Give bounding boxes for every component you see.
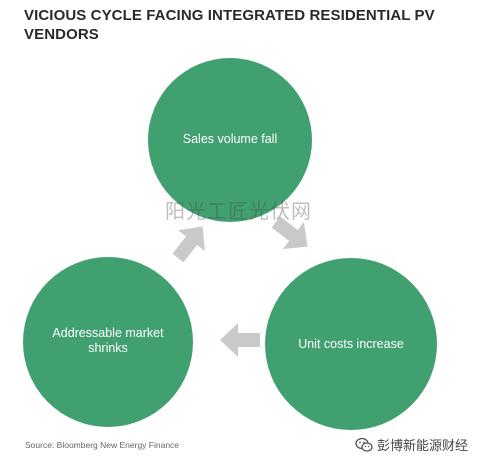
arrow-market-to-sales	[172, 226, 205, 263]
wechat-icon	[355, 437, 373, 452]
node-unit-costs-increase: Unit costs increase	[265, 258, 437, 430]
diagram-title: VICIOUS CYCLE FACING INTEGRATED RESIDENT…	[24, 7, 435, 43]
source-note: Source: Bloomberg New Energy Finance	[25, 440, 180, 450]
arrow-costs-to-market	[220, 323, 260, 357]
node-label: Unit costs increase	[298, 336, 404, 351]
watermark: 阳光工匠光伏网	[165, 199, 312, 223]
node-addressable-market-shrinks: Addressable market shrinks	[23, 257, 193, 427]
arrow-sales-to-costs	[271, 216, 308, 249]
node-label: Sales volume fall	[182, 131, 278, 146]
node-sales-volume-fall: Sales volume fall	[148, 58, 312, 222]
social-account-name: 彭博新能源财经	[377, 439, 469, 454]
node-label: Addressable market shrinks	[52, 326, 164, 355]
social-account[interactable]: 彭博新能源财经	[355, 435, 468, 454]
